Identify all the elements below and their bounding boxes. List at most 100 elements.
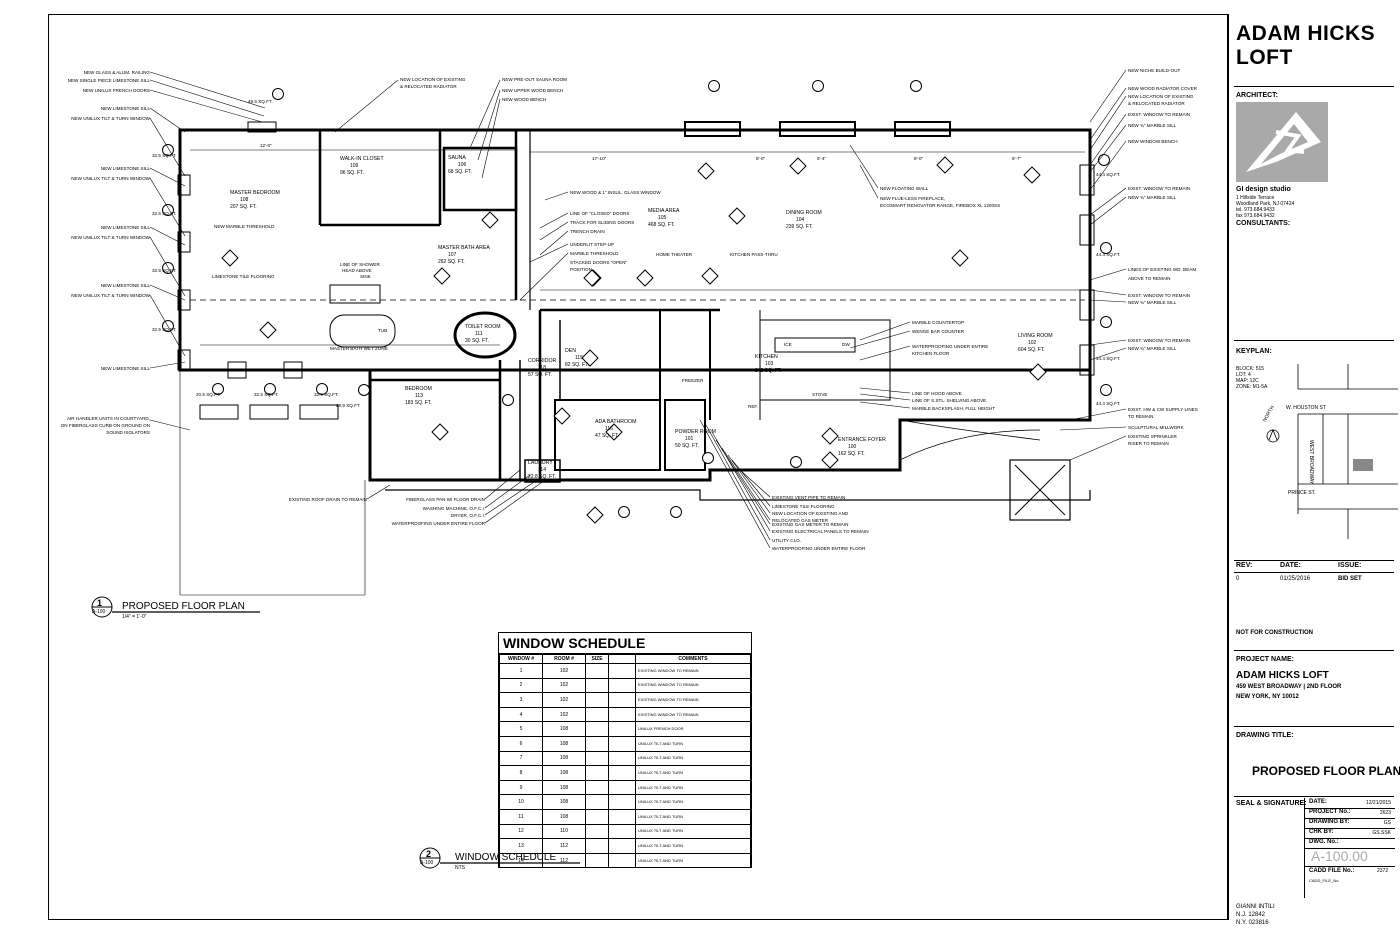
plan-label: HOME THEATER: [656, 252, 693, 257]
window-area-label: 44.4 SQ.FT.: [1096, 252, 1121, 257]
leader-note: KITCHEN FLOOR: [912, 351, 950, 356]
ws-dim-cell: [608, 808, 636, 825]
leader-line: [334, 79, 399, 133]
consultants-label: CONSULTANTS:: [1236, 220, 1291, 227]
window-area-label: 32.5 SQ.FT.: [152, 211, 177, 216]
window-area-label: 32.5 SQ.FT.: [254, 392, 279, 397]
ws-dim-cell: [608, 823, 636, 840]
project-address-1: 459 WEST BROADWAY | 2ND FLOOR: [1236, 684, 1342, 690]
dimension-label: 5'-4": [817, 156, 827, 161]
ws-size-cell: [585, 721, 609, 737]
leader-line: [149, 294, 186, 357]
leader-note: NEW LOCATION OF EXISTING: [1128, 94, 1194, 99]
room-number: 101: [685, 436, 694, 442]
ws-comment: UNILUX TILT AND TURN: [635, 794, 751, 810]
room-area: 30 SQ. FT.: [465, 338, 489, 344]
window-area-label: 44.4 SQ.FT.: [1096, 356, 1121, 361]
keyplan-lot: LOT: 4: [1236, 372, 1251, 378]
room-name: KITCHEN: [755, 354, 778, 360]
leader-line: [484, 474, 531, 509]
room-area: 262 SQ. FT.: [438, 259, 465, 265]
room-area: 96 SQ. FT.: [340, 170, 364, 176]
studio-line: 1 Hillside Terrace: [1236, 195, 1275, 201]
elevation-marker: [936, 156, 954, 174]
leader-note: MARBLE THRESHOLD: [570, 251, 619, 256]
elevation-marker: [221, 249, 239, 267]
keyplan-map: [1266, 364, 1398, 539]
leader-line: [859, 393, 911, 401]
leader-line: [1069, 435, 1127, 461]
plan-label: DW: [842, 342, 850, 347]
keyplan-zone: ZONE: M1-5A: [1236, 384, 1268, 390]
leader-note: EXISTING VENT PIPE TO REMAIN: [772, 495, 846, 500]
info-row: PROJECT No.:2623: [1305, 808, 1395, 819]
project-address-2: NEW YORK, NY 10012: [1236, 694, 1299, 700]
leader-line: [699, 419, 771, 549]
plan-label: MASTER BATH WET ZONE: [330, 346, 388, 351]
leader-line: [484, 469, 521, 500]
info-value: 12/21/2015: [1365, 800, 1391, 806]
plan-label: REF.: [748, 404, 758, 409]
ws-dim-cell: [608, 765, 636, 781]
room-number: 114: [538, 467, 546, 473]
ws-dim-cell: [608, 779, 636, 796]
cadd-value: 2372: [1377, 868, 1389, 874]
leader-line: [149, 419, 191, 431]
plan-label: LIMESTONE TILE FLOORING: [212, 274, 275, 279]
room-area: 50 SQ. FT.: [675, 443, 699, 449]
detail-marker: [272, 88, 284, 100]
info-label: DRAWING BY:: [1309, 819, 1350, 825]
ws-room-number: 108: [542, 735, 586, 752]
leader-note: NEW ¾" MARBLE SILL: [1128, 346, 1177, 351]
leader-note: EXIST. WINDOW TO REMAIN: [1128, 293, 1191, 298]
room-number: 104: [796, 217, 805, 223]
leader-line: [1089, 347, 1127, 361]
leader-note: EXISTING SPRINKLER: [1128, 434, 1177, 439]
leader-line: [1089, 87, 1127, 141]
ws-comment: UNILUX TILT AND TURN: [635, 852, 751, 869]
room-area: 68 SQ. FT.: [448, 169, 472, 175]
detail-marker: [1100, 384, 1112, 396]
leader-note: TRACK FOR SLIDING DOORS: [570, 220, 635, 225]
leader-note: EXISTING ELECTRICAL PANELS TO REMAIN: [772, 529, 869, 534]
leader-line: [1059, 426, 1127, 431]
leader-note: NEW NICHE BUILD-OUT: [1128, 68, 1181, 73]
title-block: ADAM HICKS LOFT ARCHITECT: GI design stu…: [1228, 14, 1400, 926]
info-row: DRAWING BY:GS: [1305, 818, 1395, 829]
leader-note: NEW UNILUX TILT & TURN WINDOW: [71, 235, 150, 240]
studio-line: Woodland Park, NJ 07424: [1236, 201, 1295, 207]
ws-window-number: 10: [499, 794, 543, 810]
leader-note: STACKED DOORS "OPEN": [570, 260, 628, 265]
leader-note: TRENCH DRAIN: [570, 229, 605, 234]
title-block-project-title: ADAM HICKS LOFT: [1236, 22, 1376, 69]
not-for-construction: NOT FOR CONSTRUCTION: [1236, 630, 1313, 636]
leader-note: NEW LIMESTONE SILL: [100, 225, 150, 230]
window-area-label: 44.4 SQ.FT.: [1096, 172, 1121, 177]
ws-dim-cell: [608, 794, 636, 810]
leader-line: [149, 361, 186, 369]
leader-note: NEW LIMESTONE SILL: [100, 366, 150, 371]
leader-note: NEW UPPER WOOD BENCH: [502, 88, 564, 93]
elevation-marker: [1023, 166, 1041, 184]
ws-size-cell: [585, 823, 609, 840]
callout-1-number: 1: [97, 598, 103, 608]
detail-marker: [1098, 154, 1110, 166]
leader-note: LINE OF HOOD ABOVE: [912, 391, 962, 396]
leader-line: [519, 252, 569, 301]
room-area: 239 SQ. FT.: [786, 224, 813, 230]
room-name: DINING ROOM: [786, 210, 822, 216]
leader-line: [1089, 69, 1127, 123]
elevation-marker: [605, 423, 623, 441]
leader-line: [859, 345, 911, 361]
room-name: LIVING ROOM: [1018, 333, 1053, 339]
room-number: 103: [765, 361, 774, 367]
leader-note: MARBLE BACKSPLASH, FULL HEIGHT: [912, 406, 996, 411]
leader-line: [477, 89, 501, 161]
architect-label: ARCHITECT:: [1236, 92, 1278, 99]
plan-label: FREEZER: [682, 378, 704, 383]
window-area-label: 32.5 SQ.FT.: [152, 268, 177, 273]
leader-note: NEW LOCATION OF EXISTING: [400, 77, 466, 82]
